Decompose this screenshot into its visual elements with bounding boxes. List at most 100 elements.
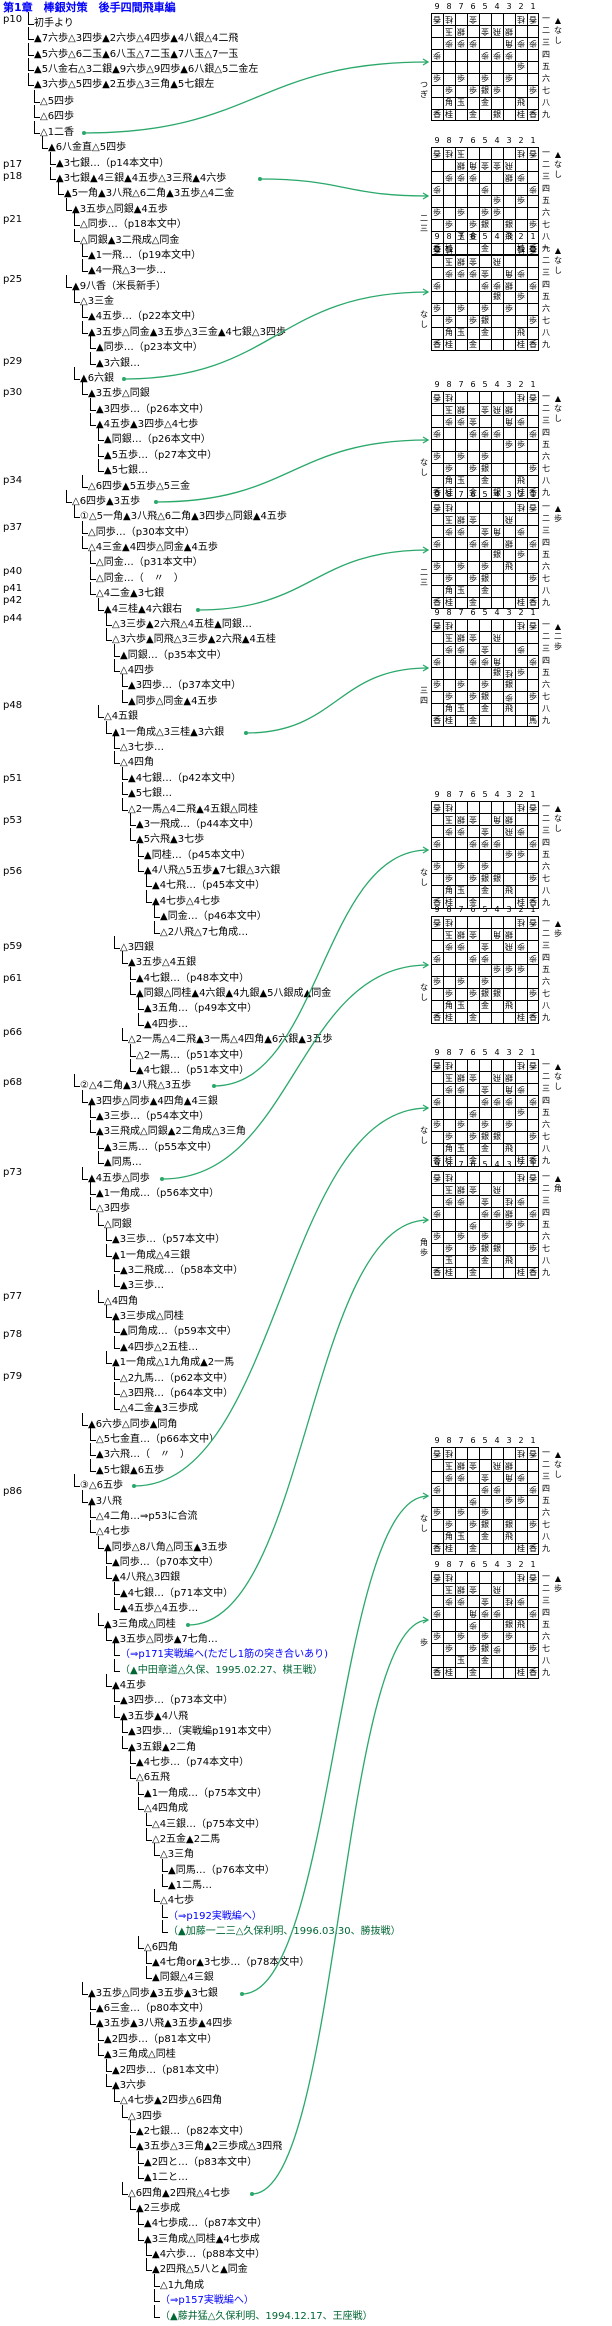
- page-ref: p40: [3, 566, 23, 577]
- gote-piece: 歩: [493, 839, 501, 848]
- file-label: 4: [494, 232, 500, 241]
- gote-piece: 飛: [493, 257, 501, 266]
- tree-branch: [74, 367, 80, 380]
- gote-piece: 香: [529, 503, 537, 512]
- move-line: ▲3六歩△5四歩▲2五歩△3三角▲5七銀左: [34, 79, 215, 90]
- file-label: 8: [446, 136, 452, 145]
- board-connector: [187, 1219, 429, 1626]
- file-label: 9: [434, 136, 440, 145]
- tree-branch: [138, 2228, 144, 2241]
- file-label: 9: [434, 1560, 440, 1569]
- gote-piece: 歩: [529, 1485, 537, 1494]
- file-label: 5: [482, 2, 488, 11]
- sente-piece: 香: [529, 1544, 537, 1553]
- sente-piece: 歩: [529, 464, 537, 473]
- gote-piece: 歩: [493, 281, 501, 290]
- file-label: 3: [506, 1436, 512, 1445]
- sente-piece: 香: [529, 340, 537, 349]
- gote-piece: 金: [481, 1597, 489, 1606]
- move-line: ▲4五歩△4五歩…: [120, 1603, 199, 1614]
- board-grid: 香桂桂香玉銀金飛歩歩金桂歩歩歩歩銀歩歩歩歩歩歩歩歩歩銀銀歩玉金飛香桂金桂香: [431, 1171, 539, 1279]
- move-line: ▲3五角…（p49本文中）: [144, 1003, 258, 1014]
- tree-branch: [114, 644, 120, 657]
- sente-piece: 金: [469, 110, 477, 119]
- sente-piece: 歩: [481, 74, 489, 83]
- page-ref: p25: [3, 274, 23, 285]
- file-label: 6: [470, 1560, 476, 1569]
- hand-pieces-gote: なし: [420, 983, 428, 1002]
- sente-piece: 歩: [457, 680, 465, 689]
- file-label: 6: [470, 1160, 476, 1169]
- tree-branch: [82, 1982, 88, 1995]
- tree-branch: [130, 1751, 136, 1764]
- rank-label: 三: [542, 1472, 550, 1481]
- move-line: ▲4七銀…（p51本文中）: [136, 1065, 250, 1076]
- file-label: 1: [530, 790, 536, 799]
- gote-piece: 歩: [529, 1097, 537, 1106]
- file-label: 3: [506, 905, 512, 914]
- arrow-icon: [422, 1216, 430, 1224]
- sente-piece: 銀: [493, 550, 501, 559]
- move-line: ▲3四歩…（p26本文中）: [96, 404, 210, 415]
- move-line: △同金…（ 〃 ）: [96, 573, 184, 584]
- sente-piece: 香: [529, 898, 537, 907]
- file-label: 9: [434, 1436, 440, 1445]
- gote-piece: 桂: [517, 621, 525, 630]
- sente-piece: 金: [481, 1001, 489, 1010]
- tree-branch: [162, 1859, 168, 1872]
- sente-piece: 歩: [457, 452, 465, 461]
- file-label: 2: [518, 1160, 524, 1169]
- gote-piece: 歩: [469, 954, 477, 963]
- gote-piece: 歩: [457, 417, 465, 426]
- sente-piece: 歩: [457, 74, 465, 83]
- arrow-icon: [422, 436, 430, 444]
- rank-label: 九: [542, 488, 550, 497]
- move-line: （⇒p171実戦編へ(ただし1筋の突き合いあり): [120, 1649, 328, 1660]
- tree-branch: [130, 1766, 136, 1779]
- rank-label: 五: [542, 440, 550, 449]
- tree-branch: [162, 1874, 168, 1887]
- rank-label: 七: [542, 464, 550, 473]
- tree-branch: [98, 1290, 104, 1303]
- gote-piece: 金: [481, 1473, 489, 1482]
- gote-piece: 銀: [505, 815, 513, 824]
- move-line: ▲同歩…（p70本文中）: [112, 1557, 219, 1568]
- gote-piece: 歩: [493, 1097, 501, 1106]
- tree-branch: [146, 2258, 152, 2271]
- rank-label: 六: [542, 977, 550, 986]
- move-line: △4五銀: [104, 711, 139, 722]
- connector-dot: [196, 608, 200, 612]
- rank-label: 二: [542, 404, 550, 413]
- sente-piece: 角: [445, 1144, 453, 1153]
- sente-piece: 玉: [457, 1532, 465, 1541]
- gote-piece: 銀: [457, 405, 465, 414]
- gote-piece: 香: [529, 1449, 537, 1458]
- sente-piece: 金: [481, 704, 489, 713]
- move-line: ▲4八飛△3四銀: [112, 1572, 181, 1583]
- sente-piece: 歩: [445, 1244, 453, 1253]
- sente-piece: 歩: [481, 1120, 489, 1129]
- tree-branch: [106, 2059, 112, 2072]
- sente-piece: 香: [529, 598, 537, 607]
- tree-branch: [74, 229, 80, 242]
- rank-label: 七: [542, 1520, 550, 1529]
- gote-piece: 歩: [505, 693, 513, 702]
- gote-piece: 桂: [445, 149, 453, 158]
- move-line: △4四角成: [144, 1803, 189, 1814]
- tree-branch: [154, 2305, 160, 2318]
- file-label: 9: [434, 1048, 440, 1057]
- file-label: 6: [470, 608, 476, 617]
- rank-label: 一: [542, 1060, 550, 1069]
- sente-piece: 銀: [493, 989, 501, 998]
- move-line: ▲5七銀…: [128, 788, 173, 799]
- gote-piece: 角: [493, 930, 501, 939]
- move-line: ▲1二と…: [144, 2172, 189, 2183]
- sente-piece: 玉: [457, 98, 465, 107]
- gote-piece: 歩: [529, 1209, 537, 1218]
- sente-piece: 金: [481, 1144, 489, 1153]
- page-ref: p48: [3, 700, 23, 711]
- rank-label: 六: [542, 452, 550, 461]
- sente-piece: 香: [529, 488, 537, 497]
